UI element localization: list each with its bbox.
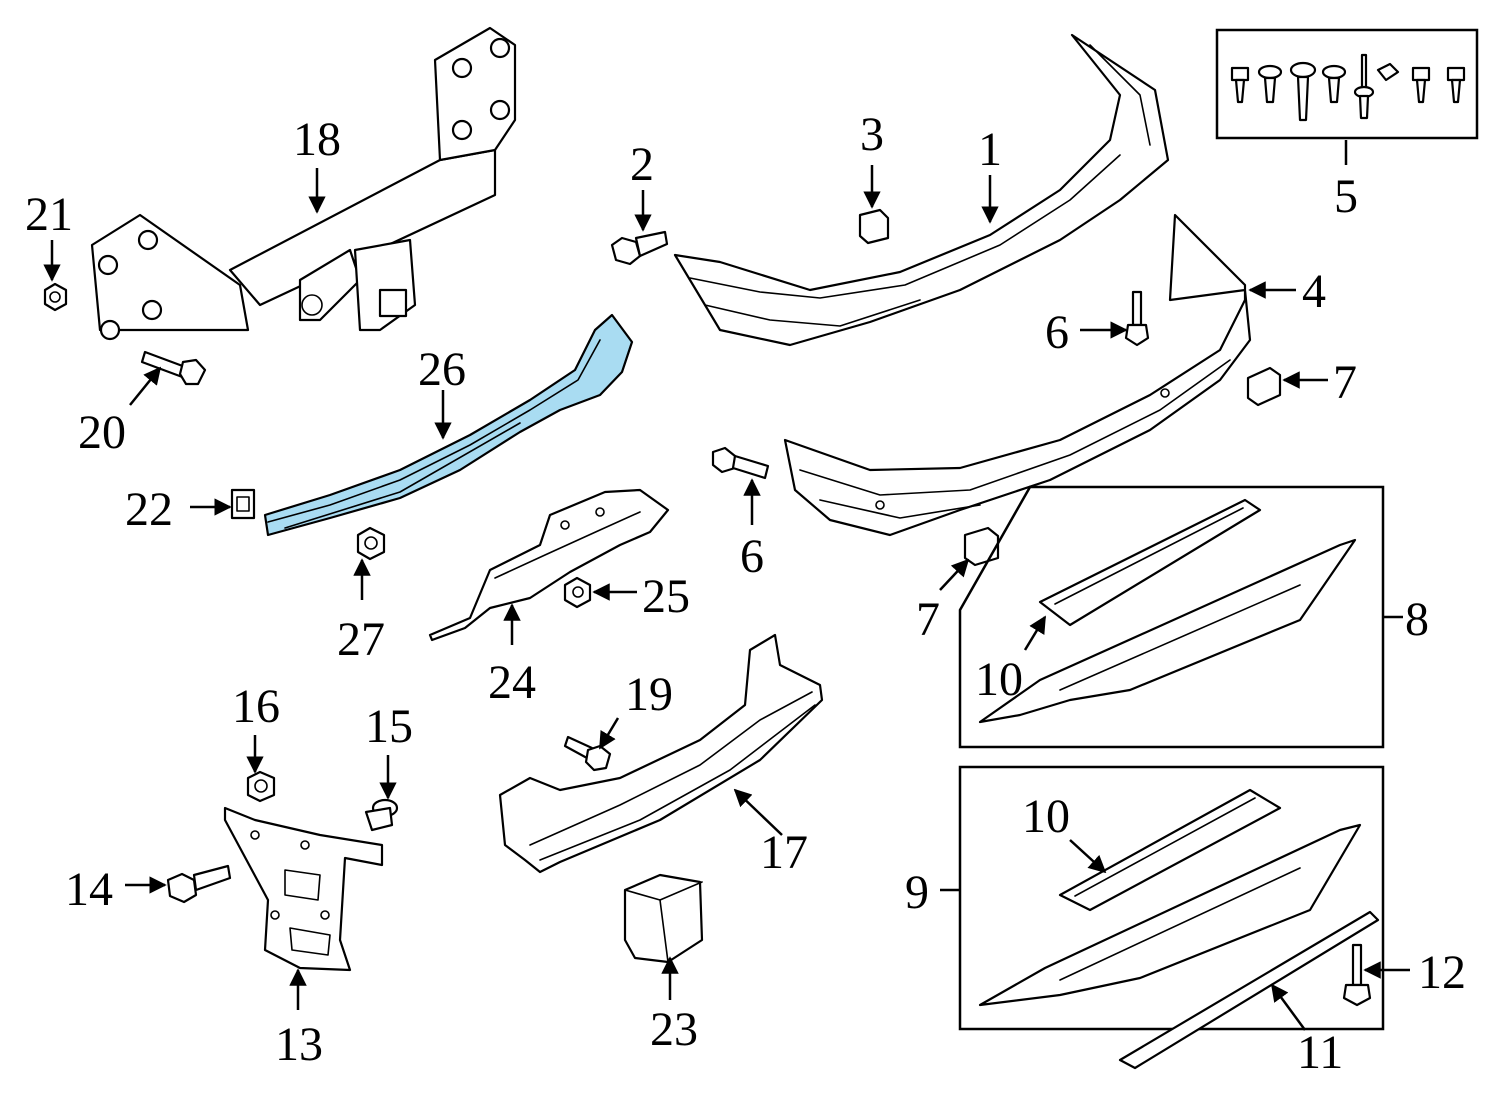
callout-10-lower: 10 (1022, 790, 1070, 843)
callout-11: 11 (1297, 1026, 1343, 1079)
bumper-cover-upper-1[interactable] (673, 33, 1170, 347)
nut-25[interactable] (563, 576, 592, 609)
clip-22[interactable] (230, 488, 256, 520)
reinforcement-beam-17[interactable] (498, 633, 824, 874)
callout-17: 17 (760, 826, 808, 879)
step-pad-assembly-9[interactable] (958, 765, 1385, 1031)
bolt-20[interactable] (140, 350, 207, 386)
nut-16[interactable] (246, 770, 276, 803)
leader-lines (43, 140, 1410, 1031)
trim-strip-11[interactable] (1118, 910, 1380, 1070)
callout-10-upper: 10 (975, 653, 1023, 706)
callout-24: 24 (488, 656, 536, 709)
callout-12: 12 (1418, 946, 1466, 999)
callout-2: 2 (630, 138, 654, 191)
bumper-cover-lower-4[interactable] (783, 213, 1252, 537)
nut-21[interactable] (43, 282, 68, 312)
callout-16: 16 (232, 680, 280, 733)
impact-absorber-26[interactable] (263, 313, 634, 537)
callout-15: 15 (365, 700, 413, 753)
callout-9: 9 (905, 866, 929, 919)
clip-7-lower[interactable] (963, 526, 1000, 567)
mounting-bracket-13[interactable] (223, 806, 384, 972)
callout-20: 20 (78, 406, 126, 459)
callout-3: 3 (860, 108, 884, 161)
callout-13: 13 (275, 1018, 323, 1071)
trailer-hitch[interactable] (90, 26, 517, 341)
energy-absorber-23[interactable] (623, 873, 704, 964)
callout-19: 19 (625, 668, 673, 721)
callout-18: 18 (293, 113, 341, 166)
callout-14: 14 (65, 863, 113, 916)
bolt-12[interactable] (1342, 943, 1372, 1007)
callout-25: 25 (642, 570, 690, 623)
bolt-14[interactable] (166, 864, 232, 904)
clip-3[interactable] (858, 208, 890, 245)
callout-26: 26 (418, 343, 466, 396)
callout-27: 27 (337, 613, 385, 666)
nut-27[interactable] (356, 526, 386, 561)
callout-7-upper: 7 (1333, 356, 1357, 409)
bolt-2[interactable] (610, 230, 669, 266)
hardware-kit-5[interactable] (1215, 28, 1479, 140)
bolt-6-upper[interactable] (1124, 290, 1150, 347)
clip-7-upper[interactable] (1246, 366, 1282, 407)
side-bracket-24[interactable] (428, 488, 670, 642)
callout-6-lower: 6 (740, 530, 764, 583)
step-pad-assembly-8[interactable] (958, 485, 1385, 749)
callout-labels: 18 21 20 26 22 27 2 3 1 5 4 6 7 6 7 25 2… (25, 108, 1466, 1079)
callout-21: 21 (25, 188, 73, 241)
callout-6-upper: 6 (1045, 306, 1069, 359)
callout-8: 8 (1405, 593, 1429, 646)
bolt-6-lower[interactable] (711, 446, 770, 480)
callout-7-lower: 7 (916, 593, 940, 646)
clip-15[interactable] (364, 798, 399, 832)
callout-4: 4 (1302, 265, 1326, 318)
callout-5: 5 (1334, 170, 1358, 223)
callout-1: 1 (978, 123, 1002, 176)
callout-23: 23 (650, 1003, 698, 1056)
callout-22: 22 (125, 483, 173, 536)
